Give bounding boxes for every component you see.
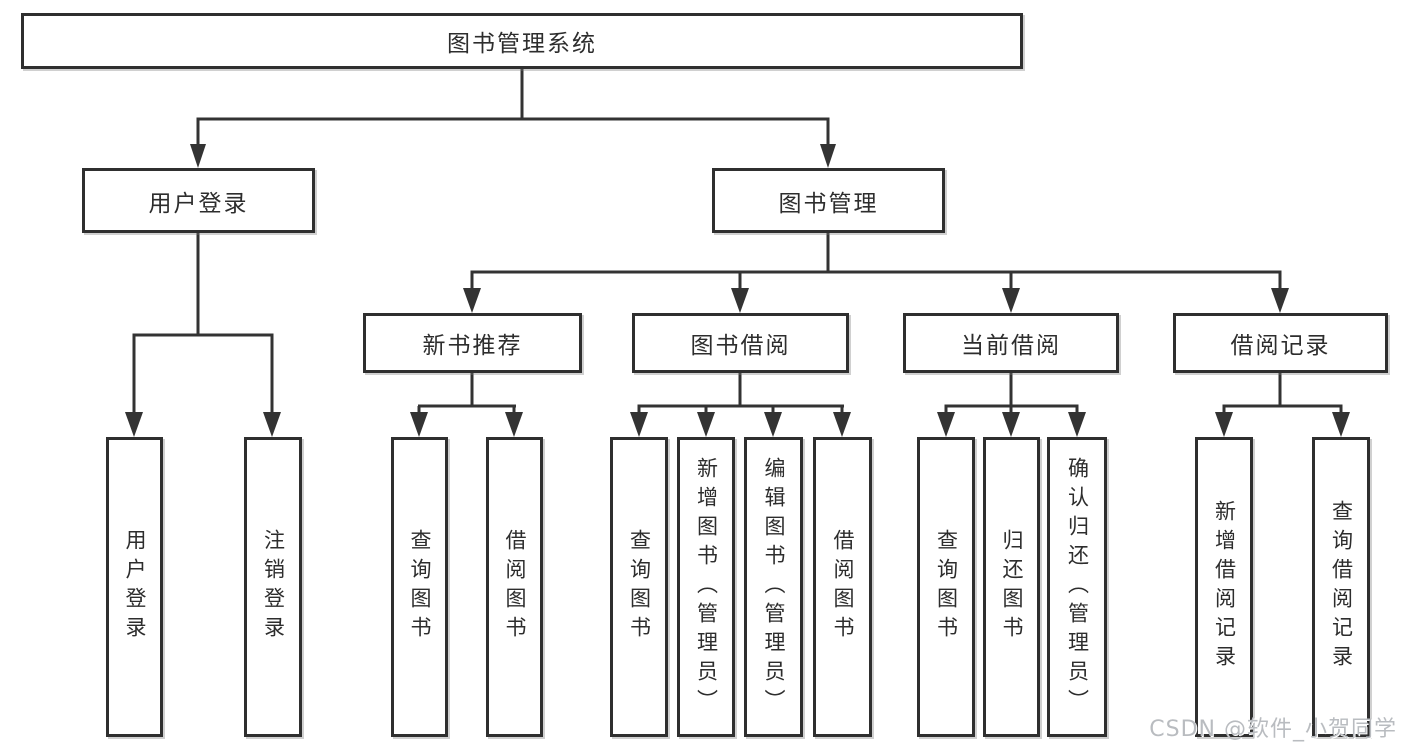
leaf-logout: 注销登录 — [244, 437, 302, 737]
csdn-watermark: CSDN @软件_小贺同学 — [1149, 717, 1397, 742]
node-current-borrowing: 当前借阅 — [903, 313, 1119, 373]
node-new-book-recommend: 新书推荐 — [363, 313, 582, 373]
node-book-borrowing: 图书借阅 — [632, 313, 849, 373]
leaf-edit-books-admin: 编辑图书（管理员） — [744, 437, 803, 737]
leaf-return-books: 归还图书 — [983, 437, 1040, 737]
node-book-management: 图书管理 — [712, 168, 945, 233]
leaf-add-borrow-record: 新增借阅记录 — [1195, 437, 1253, 737]
leaf-user-login: 用户登录 — [106, 437, 163, 737]
leaf-borrow-books-borrowing: 借阅图书 — [813, 437, 872, 737]
leaf-query-books-recommend: 查询图书 — [391, 437, 448, 737]
node-borrow-records: 借阅记录 — [1173, 313, 1388, 373]
leaf-query-books-borrowing: 查询图书 — [610, 437, 668, 737]
leaf-borrow-books-recommend: 借阅图书 — [486, 437, 543, 737]
node-user-login: 用户登录 — [82, 168, 315, 233]
leaf-add-books-admin: 新增图书（管理员） — [677, 437, 735, 737]
arrowheads — [125, 144, 1350, 437]
node-root-system: 图书管理系统 — [21, 13, 1023, 69]
leaf-query-books-current: 查询图书 — [917, 437, 975, 737]
leaf-confirm-return-admin: 确认归还（管理员） — [1047, 437, 1107, 737]
leaf-query-borrow-record: 查询借阅记录 — [1312, 437, 1370, 737]
